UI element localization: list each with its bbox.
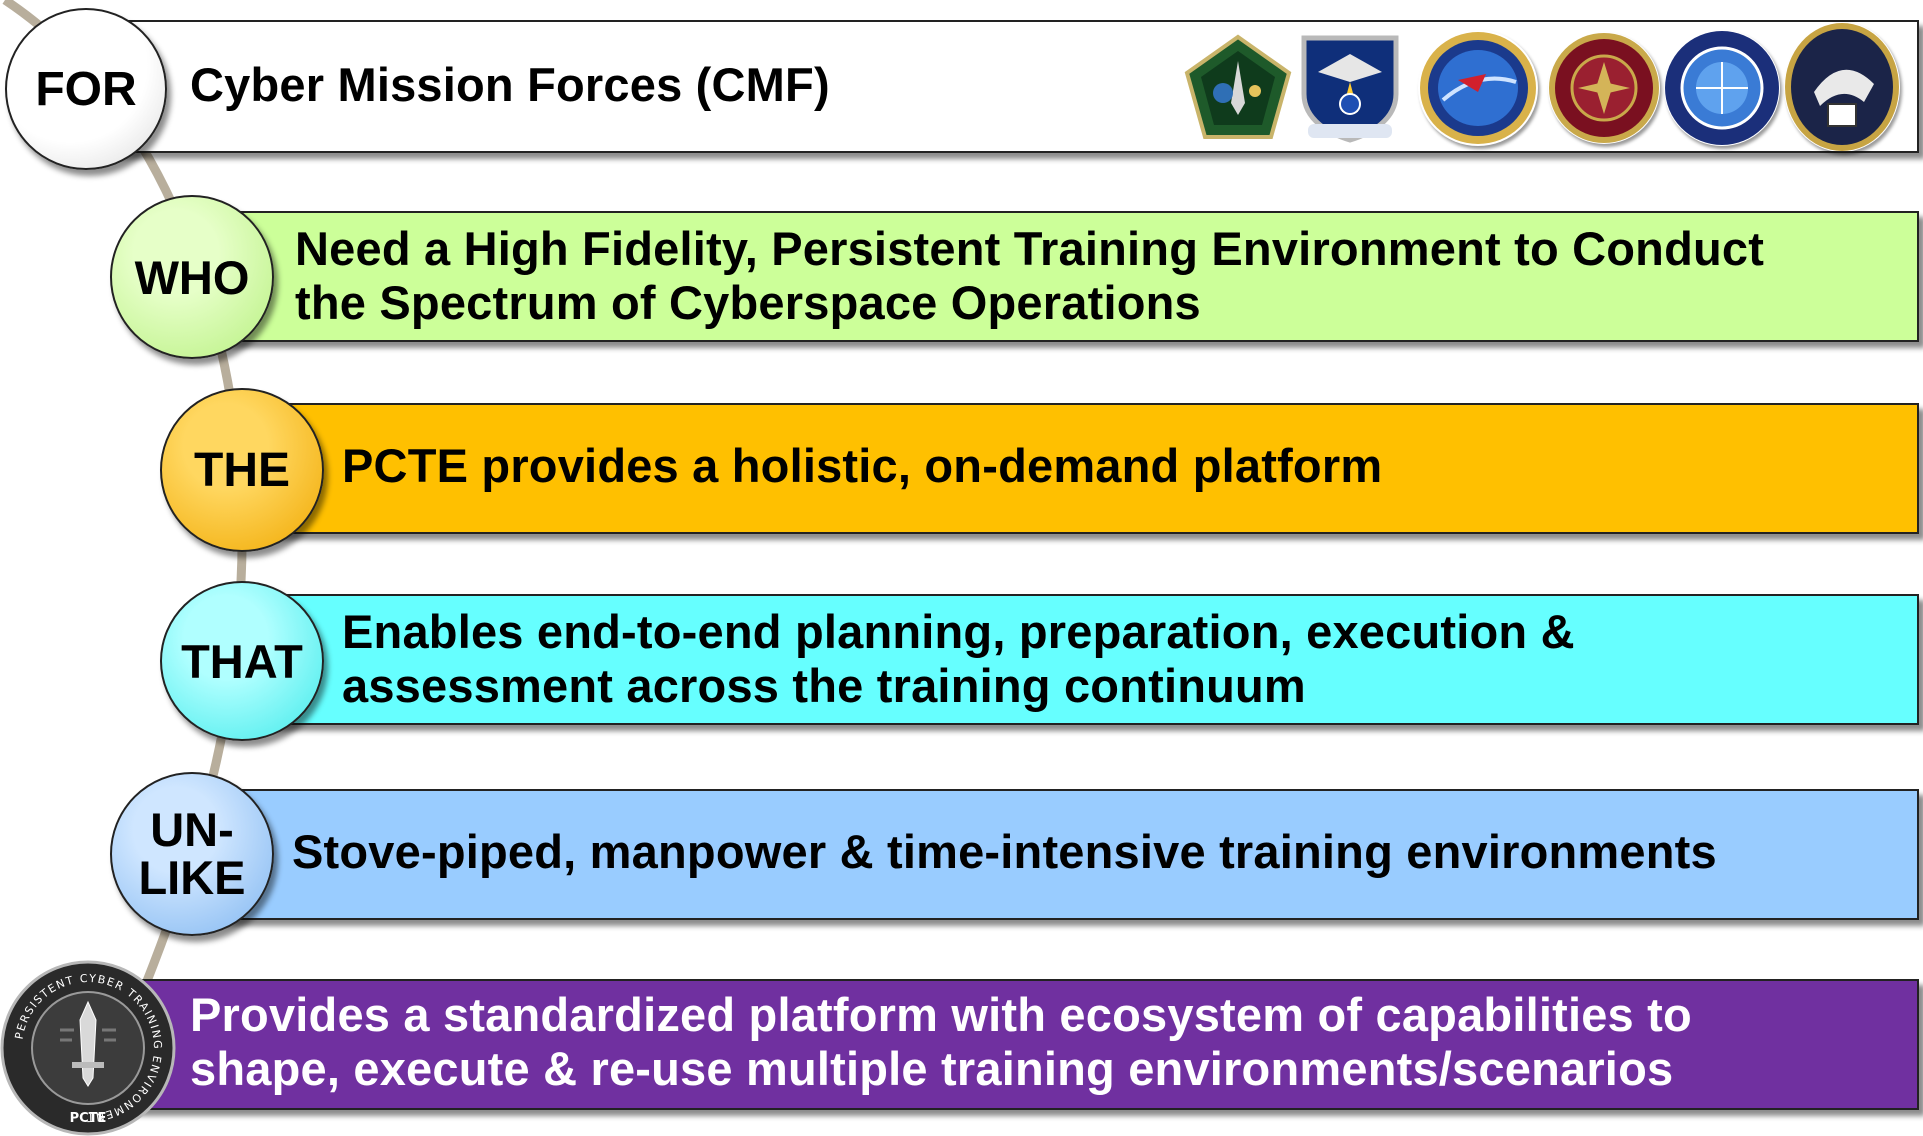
pcte-bar [100, 979, 1919, 1110]
unlike-text: Stove-piped, manpower & time-intensive t… [292, 825, 1717, 878]
fleet-cyber-command-seal-icon [1420, 32, 1536, 144]
unlike-circle: UN- LIKE [110, 772, 274, 936]
who-bar [200, 211, 1919, 342]
unlike-label-line1: UN- [150, 803, 234, 856]
who-circle: WHO [110, 195, 274, 359]
the-bar [250, 403, 1919, 534]
army-cyber-command-seal-icon [1184, 34, 1292, 139]
unlike-label-line2: LIKE [138, 851, 246, 904]
marine-corps-cyberspace-command-seal-icon [1549, 33, 1659, 143]
for-text: Cyber Mission Forces (CMF) [190, 58, 830, 111]
for-circle: FOR [5, 8, 167, 170]
air-forces-cyber-seal-icon [1301, 35, 1399, 143]
who-label: WHO [134, 250, 250, 304]
pcte-text-line1: Provides a standardized platform with ec… [190, 988, 1692, 1041]
the-text: PCTE provides a holistic, on-demand plat… [342, 439, 1383, 492]
the-label: THE [194, 443, 290, 497]
that-label: THAT [181, 634, 303, 688]
who-text-line2: the Spectrum of Cyberspace Operations [295, 276, 1201, 329]
that-bar [250, 594, 1919, 725]
that-circle: THAT [160, 581, 324, 741]
pcte-logo-label: PCTE [70, 1111, 107, 1126]
pcte-logo-icon: PERSISTENT CYBER TRAINING ENVIRONMENT PC… [0, 960, 176, 1136]
the-circle: THE [160, 388, 324, 552]
pcte-text-line2: shape, execute & re-use multiple trainin… [190, 1042, 1674, 1095]
for-label: FOR [35, 62, 137, 116]
coast-guard-cyber-command-seal-icon [1665, 31, 1779, 145]
that-text-line1: Enables end-to-end planning, preparation… [342, 605, 1575, 658]
us-cyber-command-seal-icon [1785, 23, 1899, 151]
who-text-line1: Need a High Fidelity, Persistent Trainin… [295, 222, 1765, 275]
that-text-line2: assessment across the training continuum [342, 659, 1306, 712]
unlike-bar [200, 789, 1919, 920]
